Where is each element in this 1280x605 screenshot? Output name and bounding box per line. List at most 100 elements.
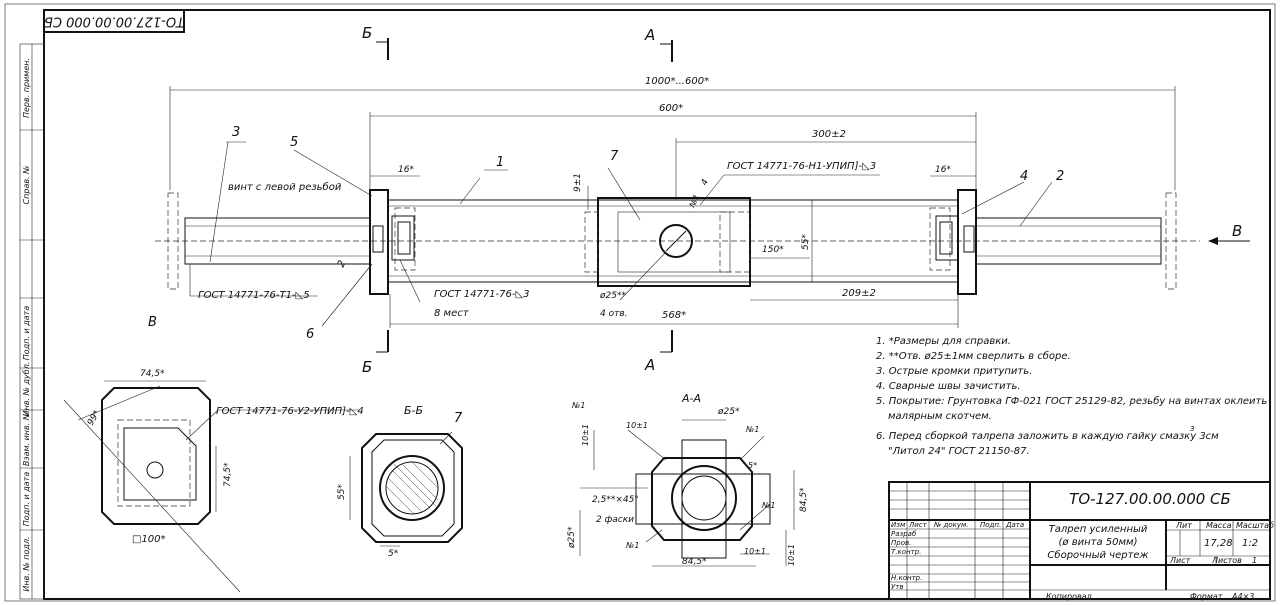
tb-podp: Подп. <box>980 521 1001 529</box>
dim-568: 568* <box>662 310 686 321</box>
tb-code: ТО-127.00.00.000 СБ <box>1069 490 1231 508</box>
note-line: 4. Сварные швы зачистить. <box>876 381 1021 392</box>
tb-izm: Изм <box>891 521 906 529</box>
svg-text:Б: Б <box>362 358 372 376</box>
svg-text:А: А <box>644 356 655 374</box>
view-v: В 74,5* 99* 74,5* □100* ГОСТ 14771-76-У2… <box>63 315 364 593</box>
tb-name1: Талреп усиленный <box>1049 524 1148 535</box>
tb-name3: Сборочный чертеж <box>1047 549 1148 561</box>
side-label: Подп. и дата <box>22 306 31 361</box>
section-aa-chamfer: 2,5**×45° <box>592 495 639 505</box>
dim-55: 55* <box>801 234 811 250</box>
side-label: Перв. примен. <box>22 58 31 118</box>
section-aa-845a: 84,5* <box>799 487 809 512</box>
gost-u2: ГОСТ 14771-76-У2-УПИП]-◺4 <box>216 406 364 417</box>
section-aa-25b: ø25* <box>567 526 577 549</box>
section-aa-10a: 10±1 <box>626 421 648 430</box>
section-bb-5: 5* <box>388 549 399 559</box>
main-view <box>155 86 1200 328</box>
gost-t1: ГОСТ 14771-76-Т1-◺5 <box>198 290 310 301</box>
dim-16a: 16* <box>398 165 414 175</box>
outer-frame <box>4 3 1276 602</box>
dim-9: 9±1 <box>573 173 583 192</box>
view-v-title: В <box>148 315 157 330</box>
tb-format-val: А4×3 <box>1231 592 1254 601</box>
section-aa-5: 5* <box>748 461 757 470</box>
title-block: ТО-127.00.00.000 СБ Талреп усиленный (ø … <box>888 481 1274 601</box>
side-label: Справ. № <box>22 166 31 205</box>
section-bb-title: Б-Б <box>404 404 423 417</box>
section-bb-callout: 7 <box>454 411 463 426</box>
svg-text:А: А <box>644 26 655 44</box>
note-line: 3. Острые кромки притупить. <box>876 366 1032 377</box>
callout-4: 4 <box>1020 169 1028 184</box>
section-aa-10c: 10±1 <box>744 547 766 556</box>
stamp-code: ТО-127.00.00.000 СБ <box>44 14 184 29</box>
section-aa-chamfer2: 2 фаски <box>596 515 634 525</box>
section-aa: А-А №1 №1 №1 №1 10±1 10±1 10±1 10±1 ø25*… <box>567 392 809 567</box>
gost-h1: ГОСТ 14771-76-Н1-УПИП]-◺3 <box>727 161 876 172</box>
side-columns: Перв. примен. Справ. № Подп. и дата Инв.… <box>19 43 45 600</box>
dim-16b: 16* <box>935 165 951 175</box>
callout-3: 3 <box>232 125 240 140</box>
section-aa-10b: 10±1 <box>581 424 590 446</box>
left-thread-label: винт с левой резьбой <box>228 181 342 193</box>
section-marks: Б А Б А В <box>362 24 1250 376</box>
svg-text:Б: Б <box>362 24 372 42</box>
dim-4otv: 4 отв. <box>600 309 628 319</box>
tb-kopiroval: Копировал <box>1046 592 1092 601</box>
dim-300: 300±2 <box>812 129 846 140</box>
dim-25: ø25** <box>599 291 626 301</box>
main-view-labels: 1000*...600* 600* 300±2 16* 16* 9±1 150*… <box>198 76 1064 342</box>
dim-total: 1000*...600* <box>645 76 709 87</box>
section-aa-n1c: №1 <box>761 501 775 510</box>
callout-7: 7 <box>610 149 619 164</box>
note-line: 6. Перед сборкой талрепа заложить в кажд… <box>876 430 1219 442</box>
tb-list-col: Лист <box>908 521 928 529</box>
places-8: 8 мест <box>434 308 470 319</box>
dim-150: 150* <box>762 245 784 255</box>
tb-massa: Масса <box>1206 521 1232 530</box>
inner-frame <box>43 9 1271 600</box>
callout-1: 1 <box>496 155 504 170</box>
gost-center: ГОСТ 14771-76-◺3 <box>434 289 530 300</box>
tb-list: Лист <box>1169 556 1191 565</box>
callout-4-rot: 4 <box>700 178 712 188</box>
tb-listov: Листов <box>1211 556 1242 565</box>
note-line: 1. *Размеры для справки. <box>876 336 1011 347</box>
tb-tkontr: Т.контр. <box>891 548 921 556</box>
section-aa-title: А-А <box>681 392 701 405</box>
tb-razrab: Разраб <box>891 530 917 538</box>
note-sup: 3 <box>1190 425 1194 433</box>
section-bb: Б-Б 7 55* 5* <box>337 404 463 559</box>
section-bb-55: 55* <box>337 484 347 500</box>
callout-6: 6 <box>306 327 314 342</box>
view-v-100: □100* <box>132 534 166 545</box>
tb-lit: Лит <box>1175 521 1192 530</box>
note-line: 2. **Отв. ø25±1мм сверлить в сборе. <box>876 350 1071 362</box>
note-line: 5. Покрытие: Грунтовка ГФ-021 ГОСТ 25129… <box>876 395 1267 407</box>
dim-209: 209±2 <box>842 288 876 299</box>
side-label: Взам. инв. № <box>22 412 31 466</box>
side-label: Подп. и дата <box>22 472 31 527</box>
tb-format: Формат <box>1190 592 1223 601</box>
section-aa-n1d: №1 <box>625 541 639 550</box>
callout-2: 2 <box>1056 169 1064 184</box>
notes: 1. *Размеры для справки. 2. **Отв. ø25±1… <box>876 336 1267 457</box>
callout-5: 5 <box>290 135 298 150</box>
n1-rot: №1 <box>687 193 701 210</box>
stamp-box <box>43 9 185 33</box>
view-v-745b: 74,5* <box>223 462 233 487</box>
dim-600: 600* <box>659 103 683 114</box>
tb-name2: (ø винта 50мм) <box>1059 537 1138 548</box>
section-aa-25a: ø25* <box>717 407 740 417</box>
tb-masshtab: Масштаб <box>1236 521 1274 530</box>
section-aa-845b: 84,5* <box>682 557 707 567</box>
svg-text:В: В <box>1232 222 1242 240</box>
tb-utv: Утв <box>891 583 903 591</box>
view-v-745: 74,5* <box>140 369 165 379</box>
tb-mass-val: 17,28 <box>1204 538 1233 549</box>
view-v-99: 99* <box>86 408 103 427</box>
side-label: Инв. № подл. <box>22 536 31 591</box>
